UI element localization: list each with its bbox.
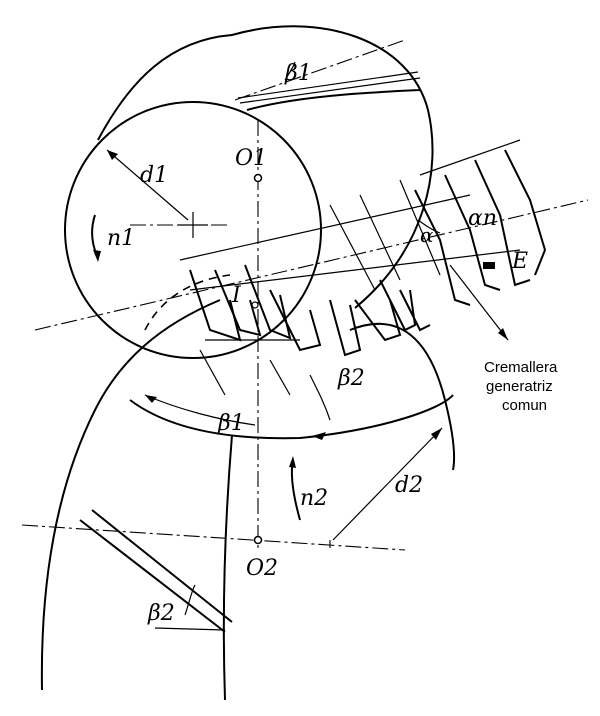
pitch-circle-arc bbox=[144, 274, 231, 331]
gear2-arc-lower bbox=[129, 394, 454, 440]
cylinder-back-face bbox=[231, 25, 434, 309]
rack-tooth-2 bbox=[214, 269, 262, 337]
label-alpha-n: αn bbox=[468, 206, 497, 231]
gear2-helix-1 bbox=[79, 519, 226, 633]
axes bbox=[21, 39, 589, 551]
beta2-mid-arrowhead bbox=[312, 432, 326, 440]
n2-rotation-arrow bbox=[290, 459, 301, 521]
pitch-line bbox=[34, 199, 589, 331]
rack-helix-1 bbox=[179, 194, 471, 261]
rack-pointer-arrowhead bbox=[498, 328, 508, 340]
rack-tooth-5 bbox=[329, 299, 362, 357]
rack-tooth-8 bbox=[399, 289, 431, 332]
label-n2: n2 bbox=[300, 486, 328, 511]
common-generating-rack bbox=[179, 139, 547, 396]
gear-2 bbox=[40, 299, 456, 701]
rack-tooth-top-3 bbox=[474, 159, 531, 287]
alpha-arc bbox=[417, 219, 441, 234]
label-beta2-mid: β2 bbox=[337, 366, 365, 391]
label-E: E bbox=[511, 249, 528, 274]
label-n1: n1 bbox=[107, 226, 135, 251]
label-d1: d1 bbox=[140, 163, 168, 188]
cylinder-top-edge-2 bbox=[246, 89, 421, 111]
d1-arrowhead bbox=[107, 150, 118, 160]
label-beta1-low: β1 bbox=[217, 411, 245, 436]
rack-flank-3 bbox=[399, 179, 441, 276]
rack-top-edge bbox=[419, 139, 521, 176]
rack-tooth-top-2 bbox=[444, 174, 501, 291]
rack-pointer-line bbox=[449, 264, 509, 341]
rack-flank-2 bbox=[329, 204, 376, 291]
pinion-front-face bbox=[64, 101, 322, 359]
d2-dimension-line bbox=[332, 427, 443, 541]
rack-tooth-3 bbox=[244, 264, 292, 340]
gear2-outer-right bbox=[349, 322, 456, 471]
d1-dimension-line bbox=[106, 149, 189, 221]
center-O1 bbox=[253, 173, 263, 183]
label-O2: O2 bbox=[246, 556, 278, 581]
n1-arrowhead bbox=[93, 250, 101, 262]
gear2-outer-left bbox=[40, 299, 221, 691]
E-marker bbox=[483, 262, 495, 269]
beta1-top-arc bbox=[284, 61, 296, 81]
helix-line-top-2 bbox=[237, 71, 419, 99]
beta2-low-arc bbox=[184, 584, 196, 616]
beta1-low-arrowhead bbox=[145, 395, 157, 403]
cylinder-top-edge bbox=[97, 34, 233, 141]
gear2-horizontal-axis bbox=[21, 524, 406, 551]
gear2-inner-left bbox=[222, 434, 233, 701]
rack-tooth-6 bbox=[354, 299, 402, 342]
rack-tooth-4 bbox=[269, 289, 322, 352]
helix-line-top bbox=[239, 77, 421, 104]
upper-axis-line bbox=[234, 39, 406, 101]
rack-tooth-top-4 bbox=[504, 149, 547, 276]
rack-note-line2: generatriz bbox=[486, 378, 553, 395]
label-beta2-low: β2 bbox=[147, 601, 175, 626]
label-O1: O1 bbox=[235, 146, 267, 171]
rack-note-line3: comun bbox=[502, 397, 547, 414]
beta2-mid-arc bbox=[309, 374, 331, 421]
rack-helix-2 bbox=[189, 249, 521, 291]
center-O2 bbox=[253, 535, 263, 545]
rack-tooth-lower-1 bbox=[199, 349, 226, 396]
gear2-helix-2 bbox=[91, 509, 233, 623]
d2-arrowhead bbox=[431, 428, 442, 440]
label-d2: d2 bbox=[395, 473, 423, 498]
rack-tooth-top-1 bbox=[414, 189, 471, 306]
beta2-low-reference bbox=[154, 627, 226, 631]
beta1-low-arc bbox=[144, 394, 256, 426]
label-beta1-top: β1 bbox=[284, 61, 312, 86]
rack-tooth-lower-2 bbox=[269, 359, 291, 396]
label-I: I bbox=[231, 283, 242, 308]
n2-arrowhead bbox=[289, 456, 296, 468]
label-alpha: α bbox=[420, 223, 434, 247]
pinion-cylinder bbox=[64, 25, 434, 359]
rack-note-line1: Cremallera bbox=[484, 359, 558, 376]
rack-tooth-7 bbox=[379, 279, 417, 332]
